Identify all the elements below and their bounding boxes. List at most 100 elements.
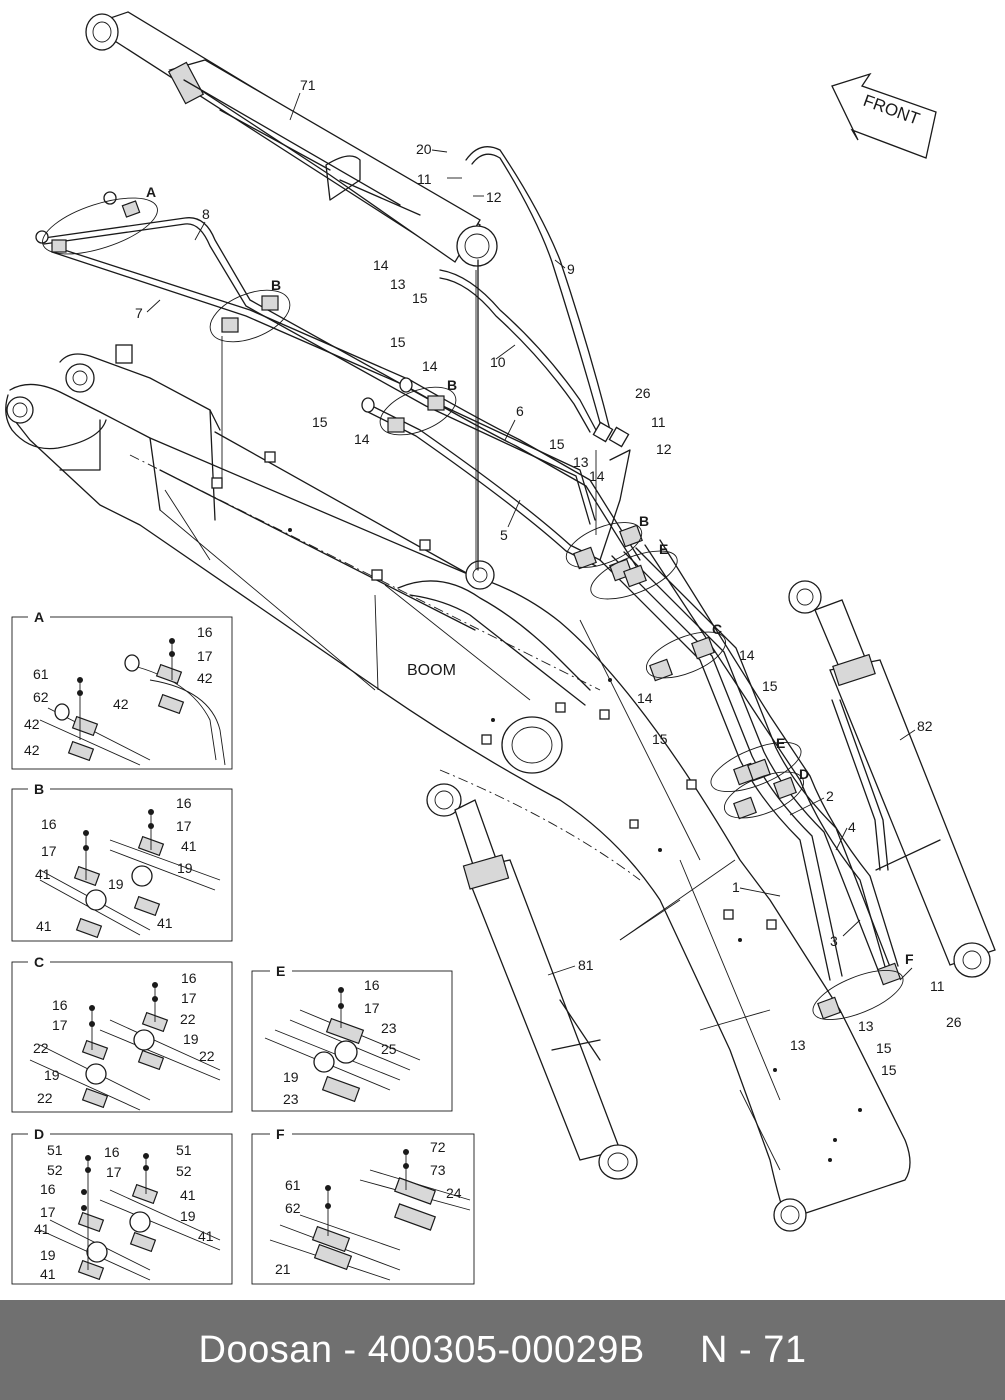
svg-text:41: 41: [181, 838, 197, 854]
callout-15: 15: [412, 290, 428, 306]
callout-8: 8: [202, 206, 210, 222]
callout-9: 9: [567, 261, 575, 277]
hoses-9-10: [439, 146, 630, 448]
callout-7: 7: [135, 305, 143, 321]
callout-11c: 11: [930, 978, 945, 994]
callout-15e: 15: [762, 678, 778, 694]
svg-text:17: 17: [176, 818, 192, 834]
detail-panel-f: F 72 73 24 61 62 21: [251, 1126, 475, 1285]
arm-cylinder-71: [85, 11, 498, 571]
svg-text:41: 41: [36, 918, 52, 934]
svg-text:42: 42: [24, 716, 40, 732]
callout-13d: 13: [790, 1037, 806, 1053]
panel-f-letter: F: [276, 1126, 285, 1142]
svg-text:22: 22: [199, 1048, 215, 1064]
callout-15d: 15: [549, 436, 565, 452]
panel-b-letter: B: [34, 781, 44, 797]
callout-14c: 14: [354, 431, 370, 447]
detail-panel-b: B 16 17 41 19 16 17 41 19 41 41: [11, 781, 233, 942]
callout-15g: 15: [876, 1040, 892, 1056]
detail-ref-e2: E: [776, 735, 785, 751]
callout-14: 14: [373, 257, 389, 273]
svg-text:19: 19: [177, 860, 193, 876]
svg-text:41: 41: [35, 866, 51, 882]
svg-text:16: 16: [40, 1181, 56, 1197]
callout-3: 3: [830, 933, 838, 949]
svg-text:41: 41: [34, 1221, 50, 1237]
detail-ref-e1: E: [659, 541, 668, 557]
panel-c-letter: C: [34, 954, 44, 970]
detail-panel-c: C 16 17 22 19 22 16 17 22 19 22: [11, 954, 233, 1113]
detail-panel-d: D 51 52 16 17 41 19 41 16 51 17 52 41 19…: [11, 1126, 233, 1285]
svg-text:19: 19: [283, 1069, 299, 1085]
svg-text:17: 17: [364, 1000, 380, 1016]
svg-text:17: 17: [197, 648, 213, 664]
svg-text:23: 23: [283, 1091, 299, 1107]
svg-text:52: 52: [176, 1163, 192, 1179]
boom-label: BOOM: [407, 662, 456, 679]
main-callouts: 71 20 11 12 9 14 13 15 A 8 7 B 10 15 14 …: [135, 77, 962, 1078]
svg-text:52: 52: [47, 1162, 63, 1178]
callout-26b: 26: [946, 1014, 962, 1030]
svg-text:16: 16: [52, 997, 68, 1013]
callout-11b: 11: [651, 414, 666, 430]
callout-4: 4: [848, 819, 856, 835]
svg-text:16: 16: [197, 624, 213, 640]
panel-a-letter: A: [34, 609, 44, 625]
detail-ref-a: A: [146, 184, 156, 200]
svg-text:51: 51: [176, 1142, 192, 1158]
boom-cylinder-81: [426, 783, 638, 1180]
callout-12: 12: [486, 189, 502, 205]
svg-text:17: 17: [181, 990, 197, 1006]
callout-1: 1: [732, 879, 740, 895]
panel-e-letter: E: [276, 963, 285, 979]
svg-text:17: 17: [41, 843, 57, 859]
callout-13: 13: [390, 276, 406, 292]
svg-text:22: 22: [37, 1090, 53, 1106]
svg-text:41: 41: [198, 1228, 214, 1244]
detail-panel-e: E 16 17 23 25 19 23: [251, 963, 453, 1112]
callout-15c: 15: [312, 414, 328, 430]
callout-14f: 14: [637, 690, 653, 706]
detail-ref-b3: B: [639, 513, 649, 529]
svg-text:41: 41: [180, 1187, 196, 1203]
svg-text:16: 16: [181, 970, 197, 986]
svg-text:19: 19: [44, 1067, 60, 1083]
callout-13b: 13: [573, 454, 589, 470]
callout-11: 11: [417, 171, 432, 187]
svg-text:16: 16: [41, 816, 57, 832]
callout-12b: 12: [656, 441, 672, 457]
svg-text:19: 19: [183, 1031, 199, 1047]
footer-part-number: Doosan - 400305-00029B N - 71: [198, 1328, 807, 1371]
svg-text:41: 41: [157, 915, 173, 931]
svg-text:19: 19: [180, 1208, 196, 1224]
detail-ref-c: C: [712, 621, 722, 637]
footer-bar: Doosan - 400305-00029B N - 71: [0, 1300, 1005, 1400]
callout-26: 26: [635, 385, 651, 401]
panel-d-letter: D: [34, 1126, 44, 1142]
detail-panel-a: A 16 17 42 61 62 42 42 42: [11, 609, 233, 770]
svg-text:17: 17: [52, 1017, 68, 1033]
pipes: [35, 191, 901, 1020]
svg-text:22: 22: [180, 1011, 196, 1027]
detail-ref-b1: B: [271, 277, 281, 293]
svg-text:24: 24: [446, 1185, 462, 1201]
svg-text:25: 25: [381, 1041, 397, 1057]
callout-15h: 15: [881, 1062, 897, 1078]
svg-text:19: 19: [108, 876, 124, 892]
svg-text:41: 41: [40, 1266, 56, 1282]
svg-text:42: 42: [24, 742, 40, 758]
callout-71: 71: [300, 77, 316, 93]
detail-ellipses: [42, 197, 904, 1020]
svg-text:21: 21: [275, 1261, 291, 1277]
callout-14e: 14: [739, 647, 755, 663]
callout-20: 20: [416, 141, 432, 157]
detail-ref-b2: B: [447, 377, 457, 393]
svg-text:16: 16: [104, 1144, 120, 1160]
detail-ref-d: D: [799, 766, 809, 782]
svg-text:17: 17: [106, 1164, 122, 1180]
svg-text:42: 42: [113, 696, 129, 712]
front-arrow: FRONT: [831, 72, 937, 159]
svg-text:73: 73: [430, 1162, 446, 1178]
svg-text:23: 23: [381, 1020, 397, 1036]
